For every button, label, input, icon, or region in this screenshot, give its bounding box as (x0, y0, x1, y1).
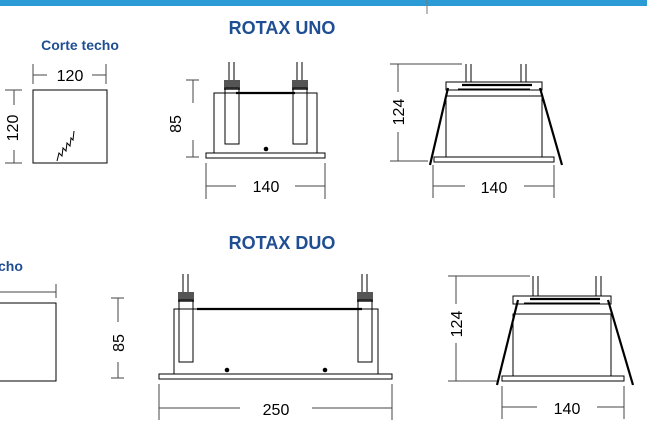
uno-front-view: 85 140 (168, 62, 326, 199)
duo-front-height: 85 (111, 334, 128, 352)
uno-side-view: 124 140 (390, 63, 564, 198)
duo-side-width: 140 (554, 401, 581, 418)
uno-front-height: 85 (168, 115, 185, 133)
uno-cut-label: Corte techo (41, 37, 119, 53)
uno-side-width: 140 (481, 180, 508, 197)
uno-cut-width: 120 (57, 68, 84, 85)
uno-cut-height: 120 (5, 115, 22, 142)
uno-front-width: 140 (253, 179, 280, 196)
uno-title: ROTAX UNO (229, 18, 336, 38)
uno-cut-diagram: 120 120 (5, 64, 108, 164)
duo-cut-diagram (0, 284, 57, 382)
uno-side-height: 124 (391, 99, 408, 126)
duo-front-view: 85 250 (111, 274, 393, 420)
header-bar (0, 0, 647, 14)
duo-side-view: 124 140 (448, 275, 635, 419)
duo-title: ROTAX DUO (229, 233, 336, 253)
duo-side-height: 124 (449, 311, 466, 338)
duo-cut-label: cho (0, 258, 23, 274)
duo-front-width: 250 (263, 402, 290, 419)
